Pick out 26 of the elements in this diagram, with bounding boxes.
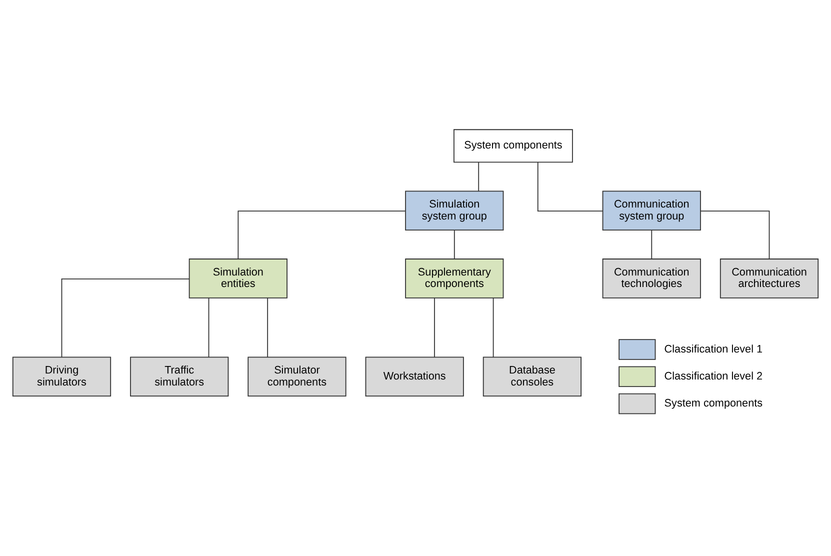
connector (61, 278, 190, 358)
node-box: Simulation system group (405, 190, 504, 230)
connector (454, 230, 455, 260)
node-box: Supplementary components (405, 258, 504, 298)
connector (208, 298, 210, 358)
node-box: Driving simulators (12, 356, 112, 397)
connector (651, 230, 652, 260)
legend-label: System components (664, 398, 763, 410)
connector (700, 210, 770, 260)
node-box: Traffic simulators (130, 356, 229, 397)
connector (478, 162, 480, 192)
node-box: Database consoles (482, 356, 582, 397)
node-box: Workstations (365, 356, 464, 397)
connector (537, 162, 604, 212)
node-box: System components (454, 129, 573, 163)
connector (434, 298, 435, 358)
connector (267, 298, 268, 358)
legend-label: Classification level 1 (664, 343, 763, 356)
connector (238, 210, 406, 260)
connector (492, 298, 494, 358)
node-box: Communication architectures (720, 258, 819, 298)
node-box: Simulator components (248, 356, 346, 397)
node-box: Communication system group (602, 190, 701, 230)
node-box: Simulation entities (188, 258, 288, 298)
node-box: Communication technologies (602, 258, 701, 298)
legend-label: Classification level 2 (664, 370, 763, 382)
